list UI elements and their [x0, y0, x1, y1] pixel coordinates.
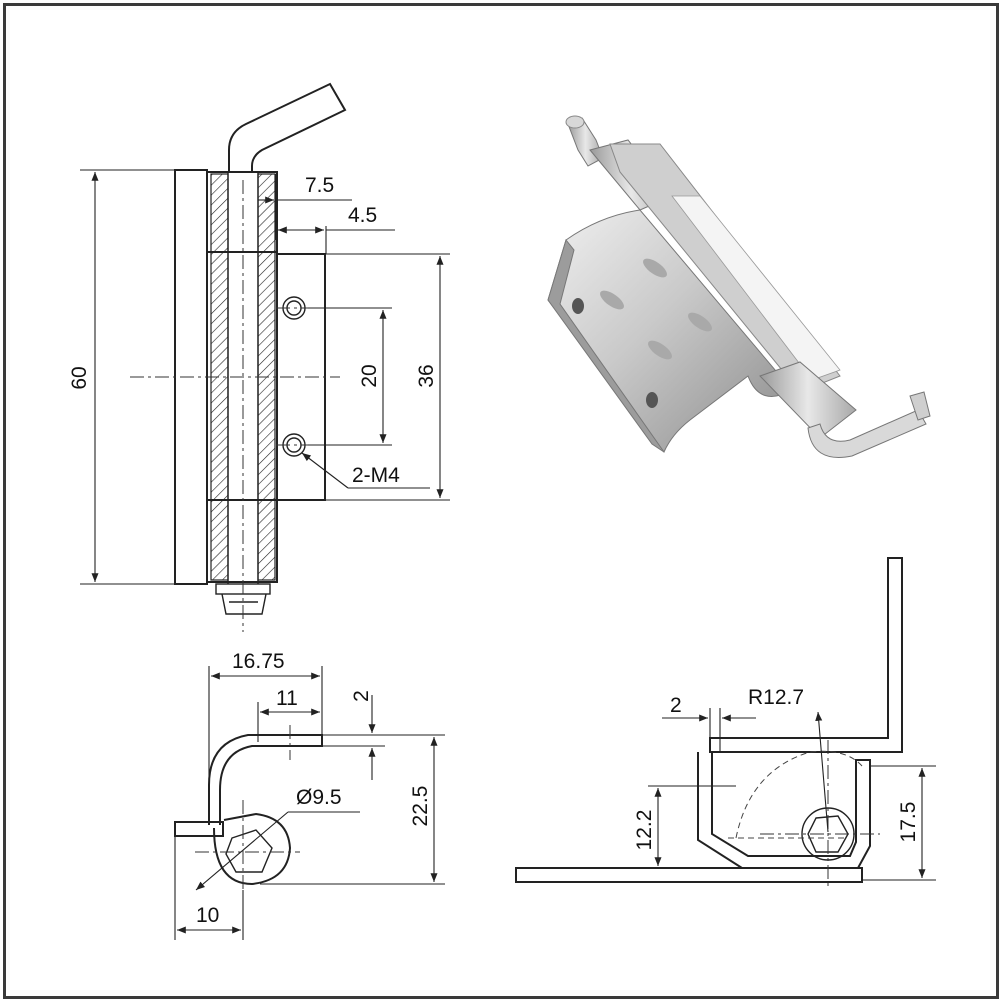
- svg-text:17.5: 17.5: [897, 802, 920, 843]
- dim-leaf-height: 36: [326, 253, 450, 501]
- svg-text:16.75: 16.75: [232, 650, 285, 673]
- svg-text:10: 10: [196, 904, 219, 927]
- bent-pin: [228, 82, 347, 172]
- drawing-frame: [3, 3, 999, 999]
- dim-installed-radius: R12.7: [748, 686, 829, 833]
- base-tab: [174, 821, 224, 837]
- svg-text:7.5: 7.5: [305, 174, 334, 197]
- dim-side-height: 22.5: [260, 734, 445, 885]
- door-frame: [709, 557, 903, 753]
- hinge-photo-icon: [547, 115, 931, 458]
- dim-side-pin-diameter: Ø9.5: [195, 786, 360, 891]
- svg-text:11: 11: [276, 687, 298, 710]
- dim-offset-a: 7.5: [258, 174, 352, 240]
- base-plate: [515, 867, 863, 883]
- svg-text:Ø9.5: Ø9.5: [296, 786, 342, 809]
- dim-side-width: 16.75: [208, 650, 323, 780]
- dim-installed-gap: 2: [662, 694, 756, 752]
- dim-side-base: 10: [174, 836, 244, 940]
- dim-offset-b: 4.5: [278, 204, 395, 254]
- svg-text:22.5: 22.5: [409, 786, 432, 827]
- svg-text:12.2: 12.2: [633, 810, 656, 851]
- svg-text:2: 2: [350, 690, 373, 702]
- front-view: 60 7.5 4.5 20 36: [68, 82, 450, 632]
- svg-text:60: 60: [68, 366, 91, 389]
- dim-side-thickness: 2: [322, 690, 385, 780]
- pin-hex: [225, 829, 273, 873]
- svg-text:4.5: 4.5: [348, 204, 377, 227]
- svg-text:2: 2: [670, 694, 682, 717]
- svg-text:20: 20: [358, 364, 381, 387]
- dim-installed-pivot-height: 12.2: [633, 785, 736, 866]
- svg-text:2-M4: 2-M4: [352, 464, 400, 487]
- dim-overall-height: 60: [68, 169, 205, 585]
- installed-view: 2 R12.7 12.2 17.5: [515, 557, 936, 890]
- dim-side-arm: 11: [257, 687, 320, 742]
- svg-text:R12.7: R12.7: [748, 686, 804, 709]
- svg-text:36: 36: [415, 364, 438, 387]
- side-view: 16.75 11 2 22.5 Ø9.5: [174, 650, 445, 940]
- hole-callout: 2-M4: [301, 452, 430, 489]
- dim-installed-total-height: 17.5: [862, 765, 936, 881]
- pin-hex: [807, 815, 849, 853]
- dim-hole-spacing: 20: [308, 307, 392, 446]
